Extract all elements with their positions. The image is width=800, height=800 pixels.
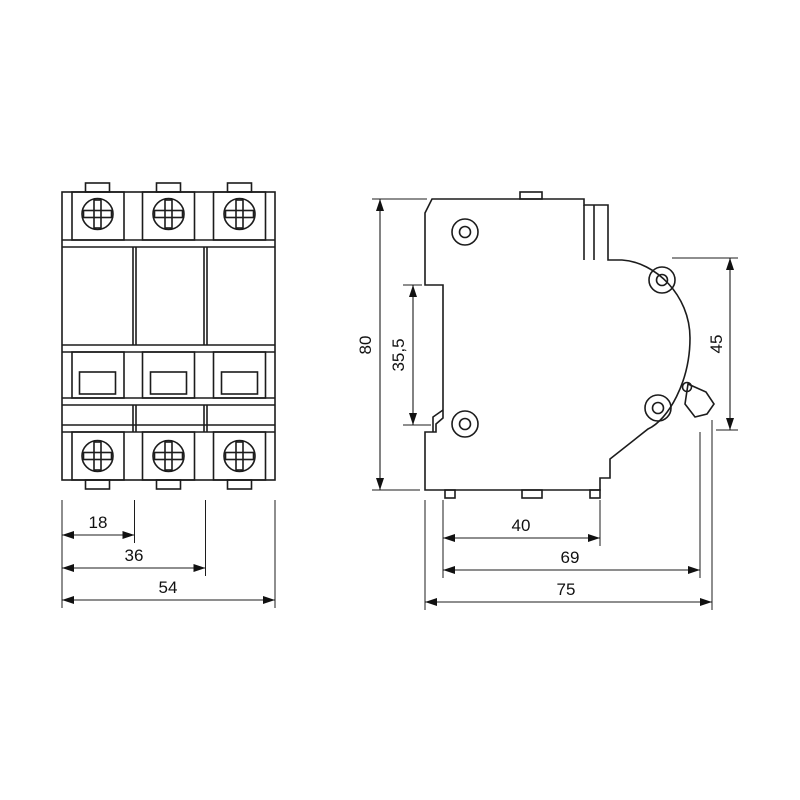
dimension-label-45: 45	[707, 335, 726, 354]
front-bottom-tab	[84, 479, 111, 490]
dimension-label-54: 54	[159, 578, 178, 597]
terminal-housing-top	[141, 191, 196, 241]
side-top-tab	[519, 191, 543, 200]
front-view	[61, 182, 276, 490]
toggle-window	[212, 351, 267, 399]
screw-icon	[152, 197, 185, 231]
rivet-icon	[451, 218, 479, 246]
rivet-icon	[451, 410, 479, 438]
side-bottom-tab	[444, 489, 456, 499]
front-body-outline	[61, 191, 276, 481]
terminal-housing-top	[71, 191, 125, 241]
terminal-housing-bottom	[212, 431, 267, 481]
rivet-icon	[644, 394, 672, 422]
side-bottom-tab	[589, 489, 601, 499]
dimension-label-69: 69	[561, 548, 580, 567]
front-view-dimensions: 18 36 54	[61, 500, 276, 608]
terminal-housing-top	[212, 191, 267, 241]
toggle-handle	[220, 371, 259, 395]
din-latch	[432, 409, 444, 432]
terminal-housing-bottom	[141, 431, 196, 481]
rivet-icon	[648, 266, 676, 294]
toggle-handle	[78, 371, 117, 395]
toggle-lever	[684, 382, 715, 418]
side-view-dimensions: 80 35,5 45 40 69 75	[356, 198, 738, 610]
toggle-lever-pivot	[681, 381, 693, 393]
dimension-label-40: 40	[512, 516, 531, 535]
side-body-outline	[424, 198, 691, 491]
toggle-window	[141, 351, 196, 399]
screw-icon	[81, 197, 114, 231]
front-top-tab	[226, 182, 253, 193]
front-bottom-tab	[155, 479, 182, 490]
toggle-window	[71, 351, 125, 399]
side-bottom-tab	[521, 489, 543, 499]
front-top-tab	[84, 182, 111, 193]
dimension-label-75: 75	[557, 580, 576, 599]
screw-icon	[223, 439, 256, 473]
dimension-label-80: 80	[356, 336, 375, 355]
side-view	[424, 191, 715, 499]
dimension-label-35-5: 35,5	[389, 338, 408, 371]
screw-icon	[152, 439, 185, 473]
front-top-tab	[155, 182, 182, 193]
terminal-housing-bottom	[71, 431, 125, 481]
screw-icon	[81, 439, 114, 473]
front-bottom-tab	[226, 479, 253, 490]
dimension-label-18: 18	[89, 513, 108, 532]
screw-icon	[223, 197, 256, 231]
dimension-label-36: 36	[125, 546, 144, 565]
toggle-handle	[149, 371, 188, 395]
